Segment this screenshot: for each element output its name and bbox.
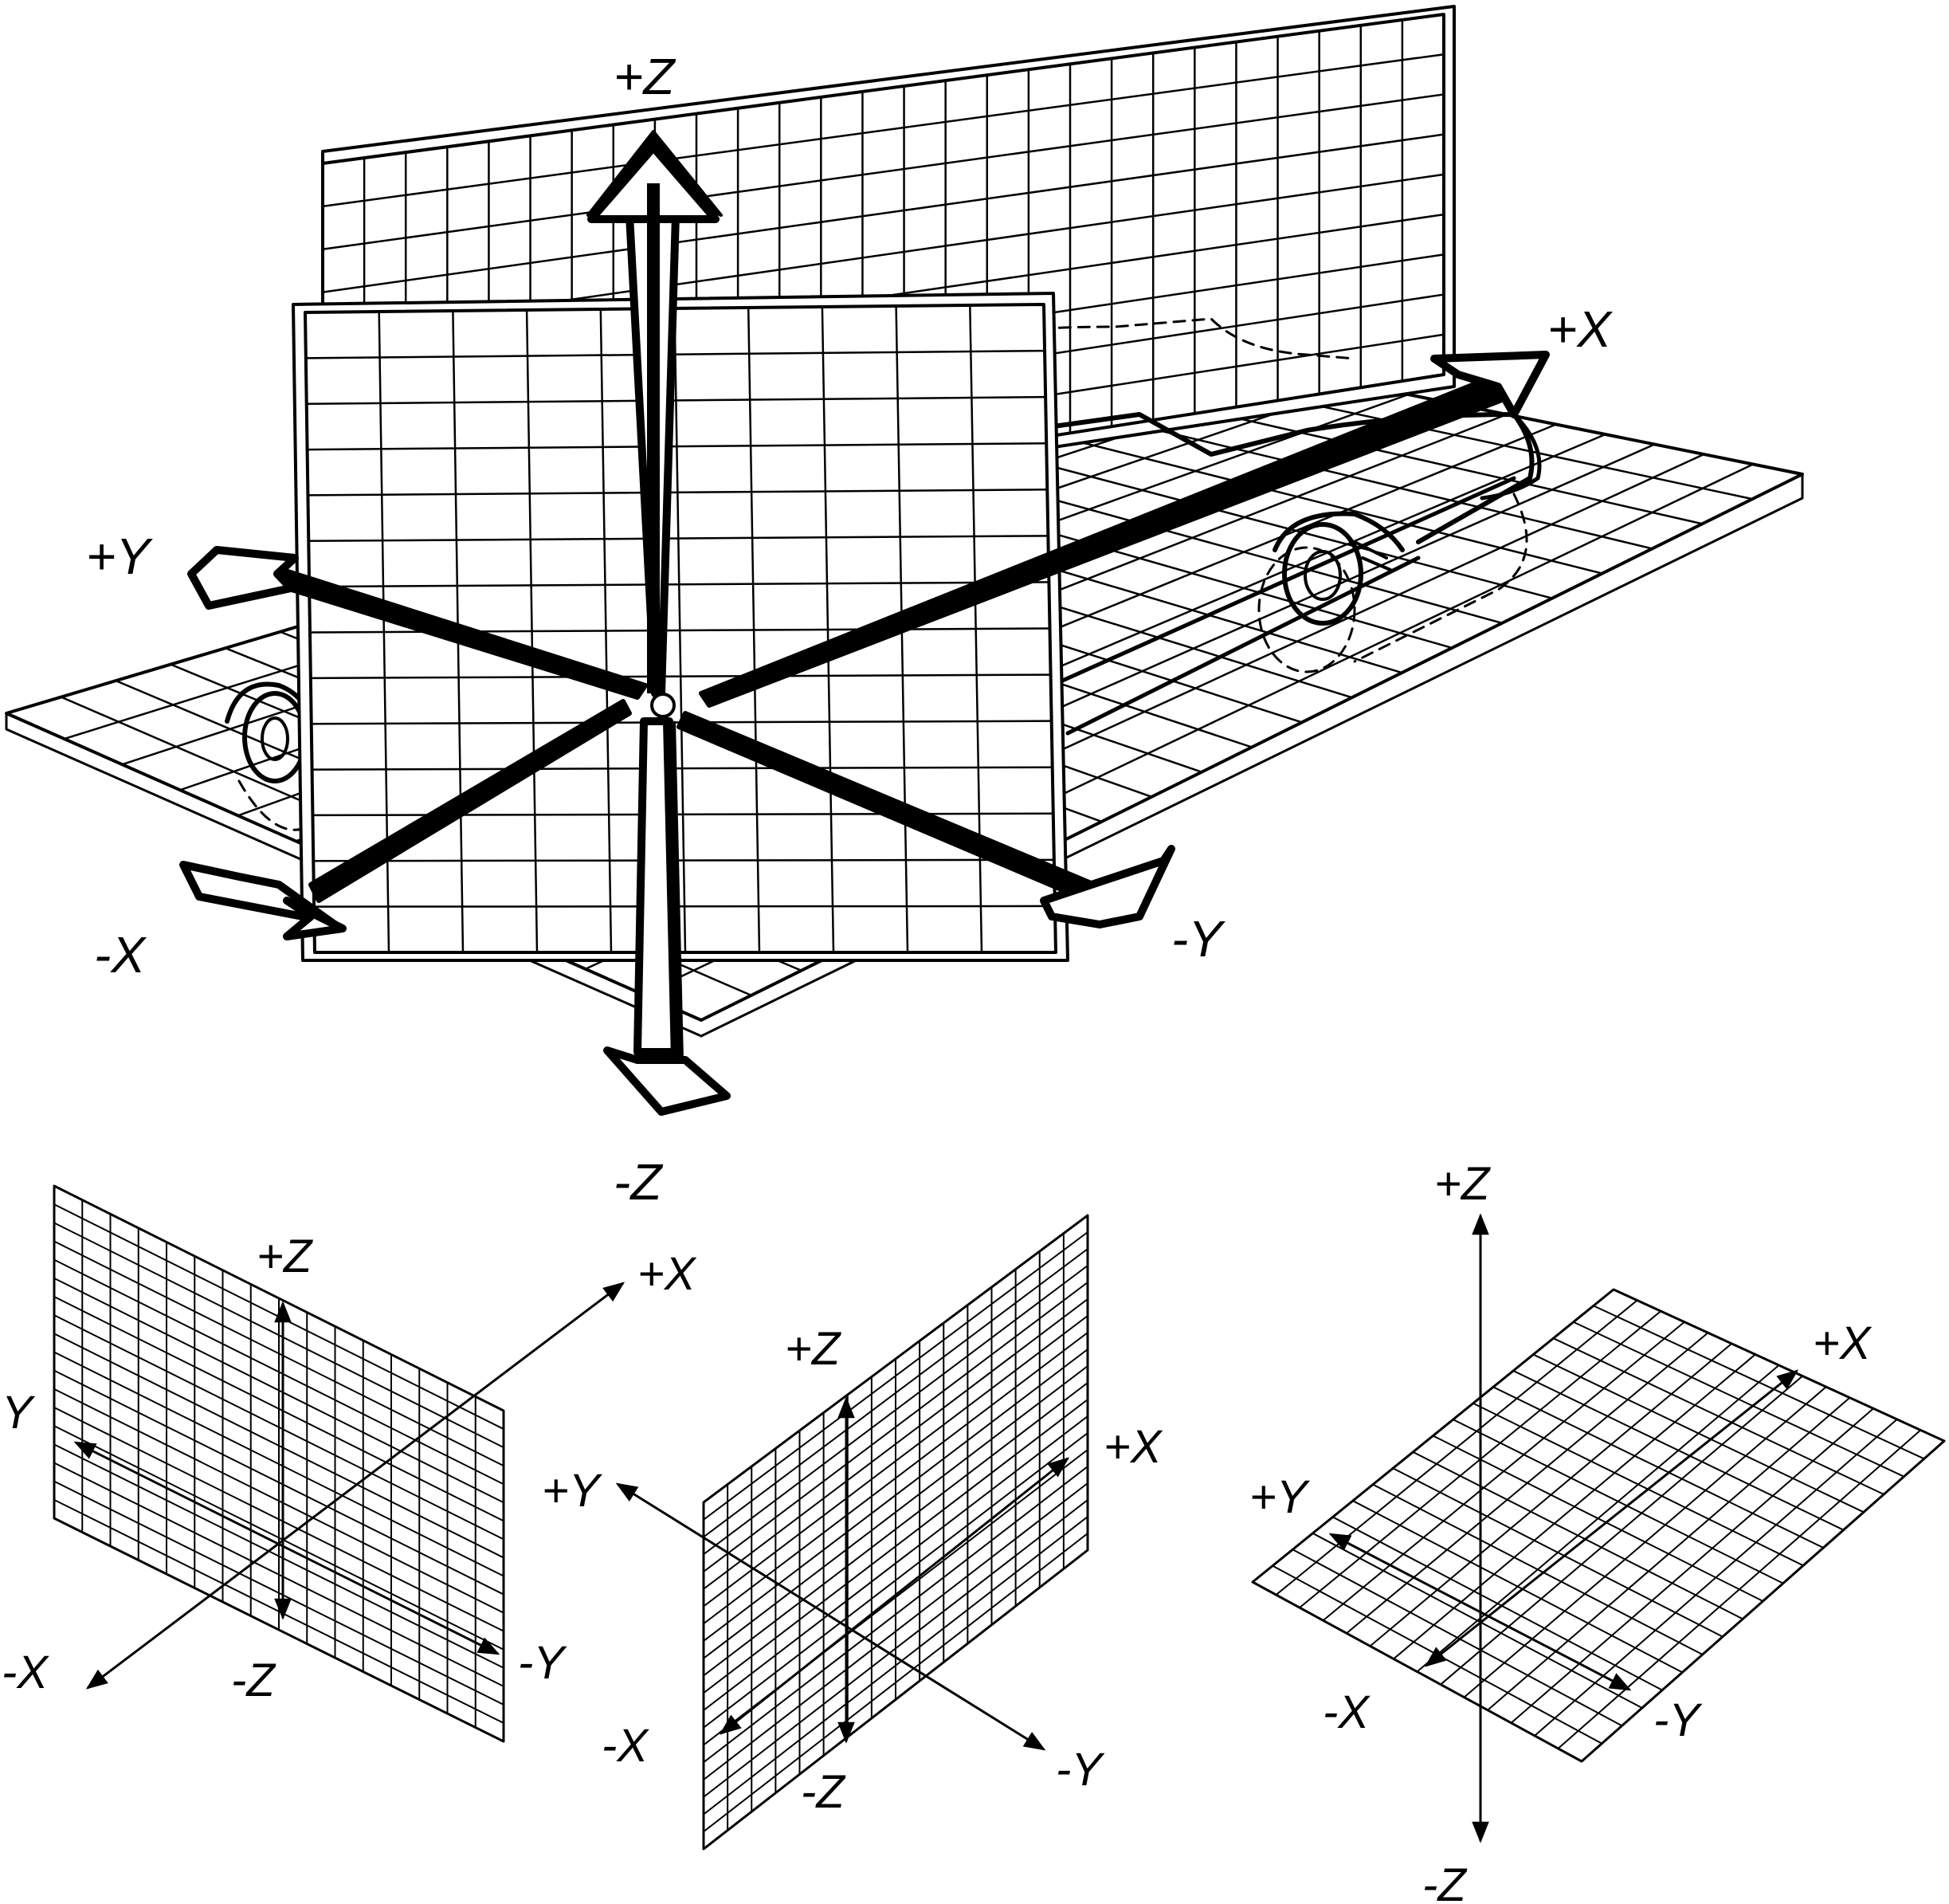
front-grid-hline: [308, 535, 1049, 543]
front-plane-y-axis: [73, 1441, 500, 1655]
side-label-minus-z: -Z: [801, 1766, 846, 1818]
side-label-plus-z: +Z: [785, 1323, 842, 1375]
front-grid-hline: [312, 766, 1053, 771]
front-grid-hline: [309, 581, 1049, 588]
side-plane-x-axis: [719, 1457, 1070, 1735]
axis-arrows: [179, 130, 1550, 1116]
front-label-plus-x: +X: [637, 1248, 697, 1300]
back-grid-hline: [322, 93, 1445, 251]
front-grid-hline: [314, 905, 1055, 908]
side-plane-grid: [702, 1214, 1089, 1851]
front-label-minus-y: -Y: [518, 1637, 567, 1689]
side-label-minus-x: -X: [602, 1720, 649, 1772]
front-grid-hline: [306, 395, 1046, 405]
horizontal-plane-y-axis: [1328, 1533, 1632, 1691]
main-label-plus-x: +X: [1547, 300, 1613, 358]
front-label-minus-x: -X: [2, 1647, 49, 1698]
front-grid-hline: [310, 673, 1051, 680]
main-label-minus-z: -Z: [614, 1153, 663, 1211]
side-label-minus-y: -Y: [1056, 1744, 1105, 1796]
horizontal-plane-diagram: +Z -Z +X -X +Y -Y: [1249, 1158, 1946, 1904]
main-label-plus-z: +Z: [614, 48, 676, 105]
minus-x-arrow: [308, 699, 632, 903]
front-plane-diagram: +Z -Z +X -X Y -Y: [2, 1184, 697, 1743]
horizontal-label-plus-y: +Y: [1249, 1471, 1311, 1523]
main-axis-labels: +Z -Z +X -X +Y -Y: [86, 48, 1613, 1211]
back-grid-hline: [322, 53, 1445, 208]
front-grid-hline: [313, 858, 1054, 862]
horizontal-label-minus-y: -Y: [1653, 1694, 1703, 1746]
front-grid-hline: [308, 489, 1048, 497]
horizontal-label-plus-x: +X: [1813, 1317, 1873, 1369]
main-label-minus-y: -Y: [1171, 910, 1225, 968]
front-grid-hline: [307, 442, 1047, 451]
back-grid-hline: [322, 133, 1445, 293]
side-plane-diagram: +Z -Z +X -X +Y -Y: [542, 1214, 1163, 1851]
side-label-plus-x: +X: [1104, 1421, 1163, 1473]
side-label-plus-y: +Y: [542, 1465, 603, 1517]
main-illustration: +Z -Z +X -X +Y -Y: [5, 5, 1804, 1211]
main-label-plus-y: +Y: [86, 528, 153, 585]
front-label-plus-z: +Z: [257, 1231, 314, 1282]
front-label-minus-z: -Z: [231, 1655, 276, 1706]
front-label-y: Y: [2, 1387, 36, 1439]
horizontal-label-minus-z: -Z: [1422, 1859, 1468, 1904]
horizontal-label-plus-z: +Z: [1434, 1158, 1492, 1210]
horizontal-label-minus-x: -X: [1323, 1686, 1371, 1738]
main-label-minus-x: -X: [94, 926, 147, 983]
